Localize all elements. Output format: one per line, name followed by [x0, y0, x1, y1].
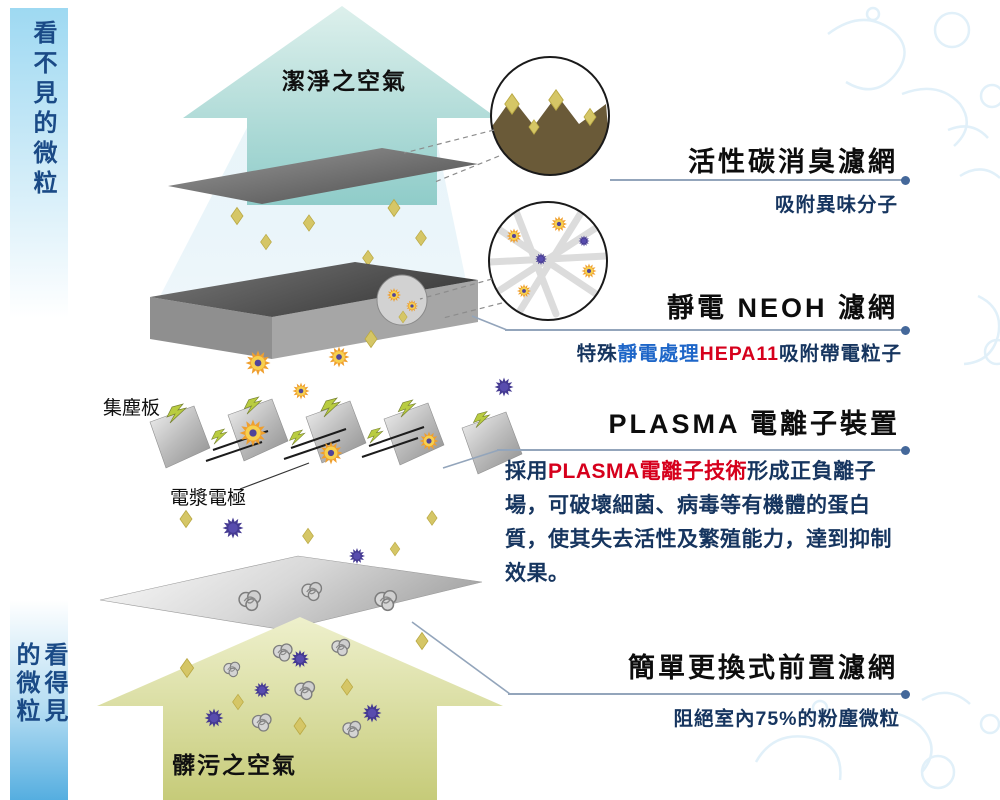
plasma-desc-part-2: PLASMA電離子技術	[548, 460, 748, 483]
inset-connector-dashes	[403, 129, 503, 319]
neoh-desc-part-3: HEPA11	[699, 343, 779, 365]
dirty-air-label: 髒污之空氣	[172, 752, 297, 778]
neoh-desc-part-4: 吸附帶電粒子	[778, 343, 902, 365]
visible-particles-label: 看得見 的微粒	[12, 642, 67, 726]
invisible-particles-label: 看不見的微粒	[29, 20, 56, 200]
neoh-desc-part-2: 靜電處理	[617, 343, 700, 365]
neoh-desc-part-1: 特殊	[576, 343, 618, 365]
plasma-desc-part-3: 形成正負離子場，可破壞細菌、病毒等有機體的蛋白質，使其失去活性及繁殖能力，達到抑…	[505, 460, 892, 586]
dirty-air-arrow	[97, 617, 503, 800]
carbon-zoom-inset	[490, 56, 610, 176]
plasma-device-title: PLASMA 電離子裝置	[608, 409, 900, 439]
plasma-desc-part-1: 採用	[505, 460, 548, 483]
annotation-connectors	[411, 315, 511, 695]
notch-cutaway	[376, 274, 428, 326]
mid-particles	[179, 510, 438, 564]
neoh-filter-block	[150, 262, 478, 359]
background-pattern	[754, 6, 1000, 790]
dust-collecting-plates	[149, 398, 523, 475]
electrode-leader-line	[239, 462, 310, 490]
carbon-filter-desc-text: 吸附異味分子	[774, 194, 898, 216]
neoh-filter-underline	[505, 325, 910, 335]
carbon-filter-sheet	[168, 148, 478, 204]
pre-filter-desc: 阻絕室內75%的粉塵微粒	[673, 702, 900, 731]
plasma-device	[149, 396, 523, 490]
carbon-filter-desc: 吸附異味分子	[775, 188, 898, 217]
plasma-device-underline	[497, 445, 910, 455]
pre-filter-title: 簡單更換式前置濾網	[628, 653, 898, 683]
dust-collecting-plate-label: 集塵板	[103, 398, 161, 419]
clean-air-label: 潔淨之空氣	[282, 68, 407, 94]
plasma-device-desc: 採用PLASMA電離子技術形成正負離子場，可破壞細菌、病毒等有機體的蛋白質，使其…	[505, 455, 907, 591]
carbon-filter-title: 活性碳消臭濾網	[688, 147, 898, 177]
pre-filter-underline	[508, 689, 910, 699]
plasma-electrode-label: 電漿電極	[170, 488, 247, 509]
neoh-filter-title: 靜電 NEOH 濾網	[666, 293, 898, 323]
neoh-filter-desc: 特殊靜電處理HEPA11吸附帶電粒子	[577, 337, 902, 366]
pre-filter-sheet	[99, 555, 483, 631]
pre-filter-desc-text: 阻絕室內75%的粉塵微粒	[673, 708, 900, 730]
left-rail-bottom-gradient	[10, 600, 68, 800]
carbon-filter-underline	[610, 175, 910, 185]
neoh-zoom-inset	[488, 201, 608, 321]
left-rail-top-gradient	[10, 8, 68, 318]
